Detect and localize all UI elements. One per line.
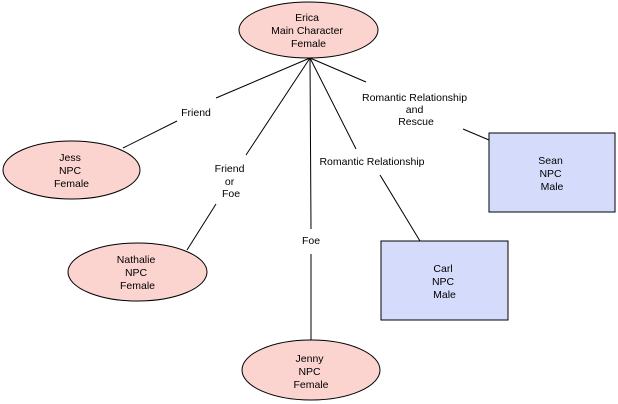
node-jenny[interactable]: Jenny NPC Female xyxy=(241,339,381,401)
node-erica-label: Erica Main Character Female xyxy=(271,12,346,50)
node-jess-label: Jess NPC Female xyxy=(54,152,89,190)
edge-label-romantic-rescue: Romantic Relationship and Rescue xyxy=(362,92,470,128)
edge-line-foe-upper xyxy=(309,57,312,230)
edges xyxy=(122,57,490,340)
node-erica[interactable]: Erica Main Character Female xyxy=(238,1,379,59)
node-sean-label: Sean NPC Male xyxy=(538,155,565,193)
node-carl-shape xyxy=(380,240,509,321)
node-jess[interactable]: Jess NPC Female xyxy=(2,140,141,200)
node-jess-shape xyxy=(2,140,141,200)
node-carl[interactable]: Carl NPC Male xyxy=(380,240,509,321)
edge-line-romantic-rescue-upper xyxy=(309,57,367,83)
edge-label-romantic: Romantic Relationship xyxy=(319,156,424,168)
node-nathalie-shape xyxy=(67,242,208,302)
node-nathalie[interactable]: Nathalie NPC Female xyxy=(67,242,208,302)
node-nathalie-label: Nathalie NPC Female xyxy=(117,254,158,292)
edge-line-friend-or-foe-upper xyxy=(245,57,311,156)
edge-line-romantic-lower xyxy=(379,174,421,242)
node-jenny-label: Jenny NPC Female xyxy=(293,353,328,391)
edge-labels: Friend Friend or Foe Foe Romantic Relati… xyxy=(181,92,470,247)
edge-line-friend-upper xyxy=(215,57,311,99)
node-sean-shape xyxy=(488,132,616,213)
edge-line-friend-or-foe-lower xyxy=(186,203,217,251)
edge-label-friend: Friend xyxy=(181,107,211,119)
node-erica-shape xyxy=(238,1,379,59)
node-jenny-shape xyxy=(241,339,381,401)
node-sean[interactable]: Sean NPC Male xyxy=(488,132,616,213)
edge-line-romantic-rescue-lower xyxy=(462,128,490,141)
edge-label-foe: Foe xyxy=(302,235,320,247)
edge-label-friend-or-foe: Friend or Foe xyxy=(215,163,248,200)
edge-line-romantic-upper xyxy=(309,57,357,150)
node-carl-label: Carl NPC Male xyxy=(432,263,457,301)
edge-line-friend-lower xyxy=(122,120,178,149)
